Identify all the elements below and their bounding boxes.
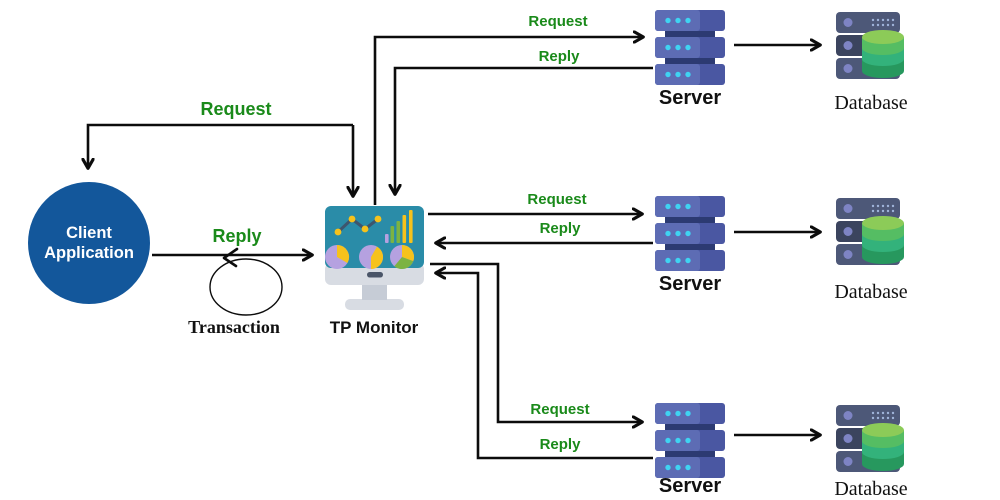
database-icon — [836, 405, 904, 472]
database3-label: Database — [834, 478, 908, 500]
edge-label-client-reply: Reply — [212, 226, 262, 246]
database-icon — [836, 12, 904, 79]
edge-client-request-line — [88, 123, 353, 167]
server2-label: Server — [658, 273, 722, 295]
server-icon — [655, 10, 725, 85]
edge-label-server1-reply: Reply — [538, 48, 580, 65]
transaction-loop-icon — [209, 247, 283, 316]
edge-label-server1-request: Request — [528, 13, 588, 30]
client-application-node: Client Application — [28, 182, 150, 304]
tp-monitor-label: TP Monitor — [329, 318, 419, 337]
database1-label: Database — [834, 92, 908, 114]
tp-monitor-icon — [325, 206, 424, 310]
server-icon — [655, 403, 725, 478]
edge-server3-request-line — [430, 262, 641, 422]
edge-label-server3-reply: Reply — [539, 436, 581, 453]
server3-label: Server — [658, 475, 722, 497]
database-icon — [836, 198, 904, 265]
edge-server1-request-line — [373, 37, 642, 205]
server-icon — [655, 196, 725, 271]
edge-label-server2-reply: Reply — [539, 220, 581, 237]
edge-label-client-request: Request — [200, 99, 272, 119]
transaction-label: Transaction — [188, 317, 280, 337]
database2-label: Database — [834, 281, 908, 303]
client-label-line2: Application — [44, 244, 134, 262]
edge-server1-reply-line — [395, 66, 653, 193]
edge-label-server3-request: Request — [530, 401, 590, 418]
edge-server3-reply-line — [437, 273, 653, 460]
server1-label: Server — [658, 87, 722, 109]
client-label-line1: Client — [66, 224, 112, 242]
edge-label-server2-request: Request — [527, 191, 587, 208]
